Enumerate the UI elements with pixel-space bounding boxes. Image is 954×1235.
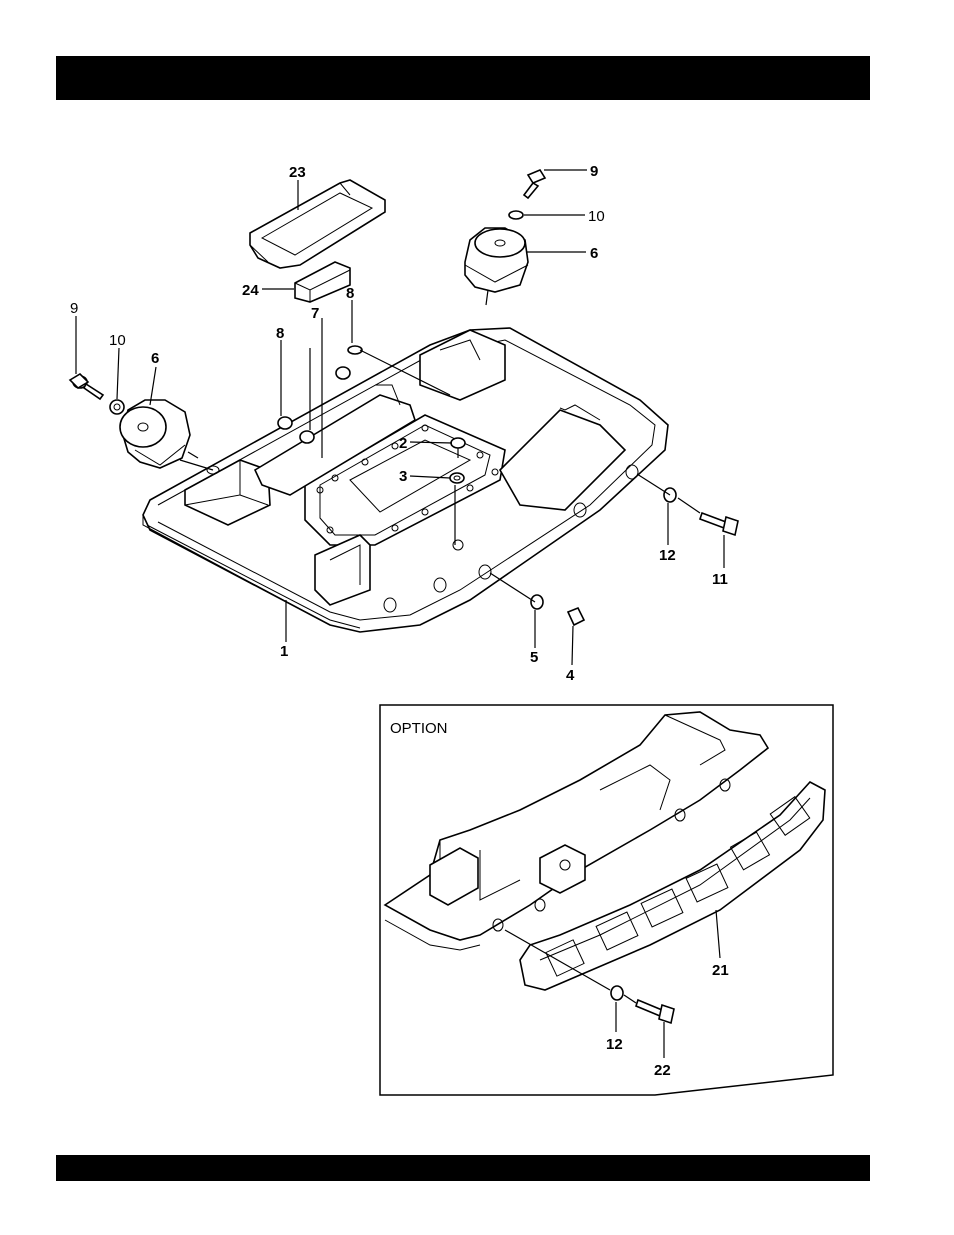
callout-24: 24 xyxy=(242,282,259,299)
callout-4: 4 xyxy=(566,667,575,684)
part-23-cover xyxy=(250,180,385,268)
callout-9-left: 9 xyxy=(70,300,78,317)
callout-5: 5 xyxy=(530,649,538,666)
part-6-isolator-right xyxy=(465,228,528,305)
callout-8-top: 8 xyxy=(346,285,354,302)
callout-11: 11 xyxy=(712,571,728,588)
callout-12-main: 12 xyxy=(659,547,676,564)
callout-3: 3 xyxy=(399,468,407,485)
callout-21: 21 xyxy=(712,962,729,979)
callout-7: 7 xyxy=(311,305,319,322)
callout-22: 22 xyxy=(654,1062,671,1079)
callout-6-left: 6 xyxy=(151,350,159,367)
callout-10-left: 10 xyxy=(109,332,126,349)
callout-8-left: 8 xyxy=(276,325,284,342)
callout-12-option: 12 xyxy=(606,1036,623,1053)
option-title: OPTION xyxy=(390,720,448,737)
callout-1: 1 xyxy=(280,643,288,660)
callout-10-right: 10 xyxy=(588,208,605,225)
part-24-block xyxy=(295,262,350,302)
callout-23: 23 xyxy=(289,164,306,181)
callout-2: 2 xyxy=(399,435,407,452)
callout-9-right: 9 xyxy=(590,163,598,180)
callout-6-right: 6 xyxy=(590,245,598,262)
